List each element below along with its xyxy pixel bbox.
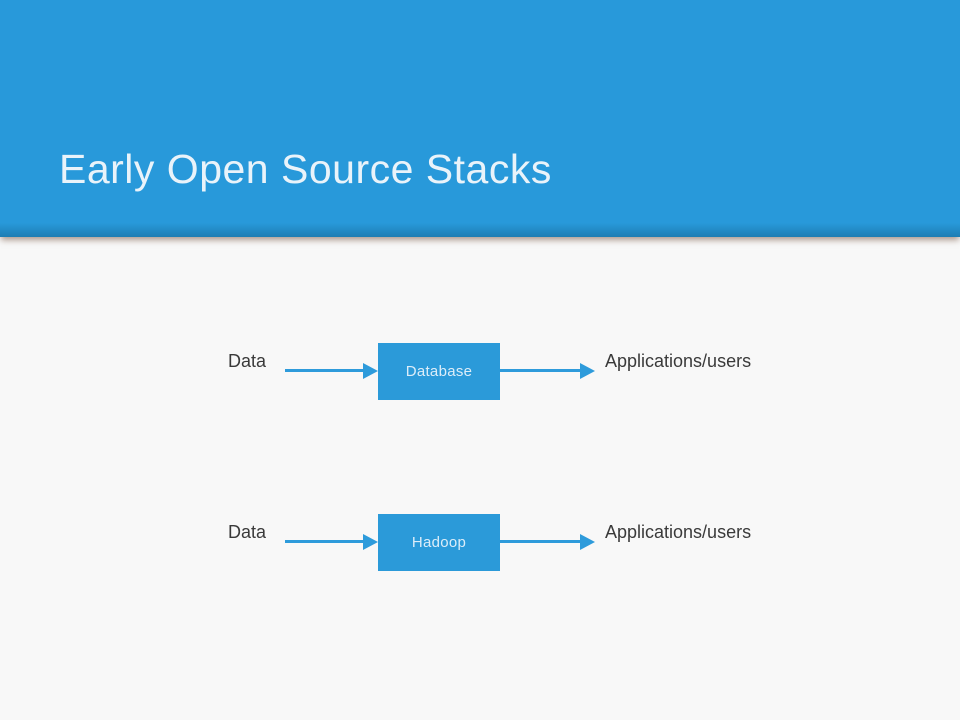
- slide-title: Early Open Source Stacks: [59, 146, 552, 192]
- arrow-right-icon: [363, 363, 378, 379]
- process-label: Database: [405, 363, 473, 380]
- arrow-line: [500, 369, 581, 372]
- output-label: Applications/users: [605, 351, 752, 371]
- arrow-right-icon: [580, 363, 595, 379]
- input-label: Data: [228, 351, 267, 371]
- process-box-hadoop: Hadoop: [378, 514, 500, 571]
- process-box-database: Database: [378, 343, 500, 400]
- output-label: Applications/users: [605, 522, 752, 542]
- arrow-line: [500, 540, 581, 543]
- flow-diagram: Data Database Applications/users Data Ha…: [0, 237, 960, 720]
- arrow-line: [285, 540, 364, 543]
- input-label: Data: [228, 522, 267, 542]
- arrow-right-icon: [363, 534, 378, 550]
- arrow-right-icon: [580, 534, 595, 550]
- arrow-line: [285, 369, 364, 372]
- process-label: Hadoop: [411, 534, 467, 551]
- title-banner: Early Open Source Stacks: [0, 0, 960, 237]
